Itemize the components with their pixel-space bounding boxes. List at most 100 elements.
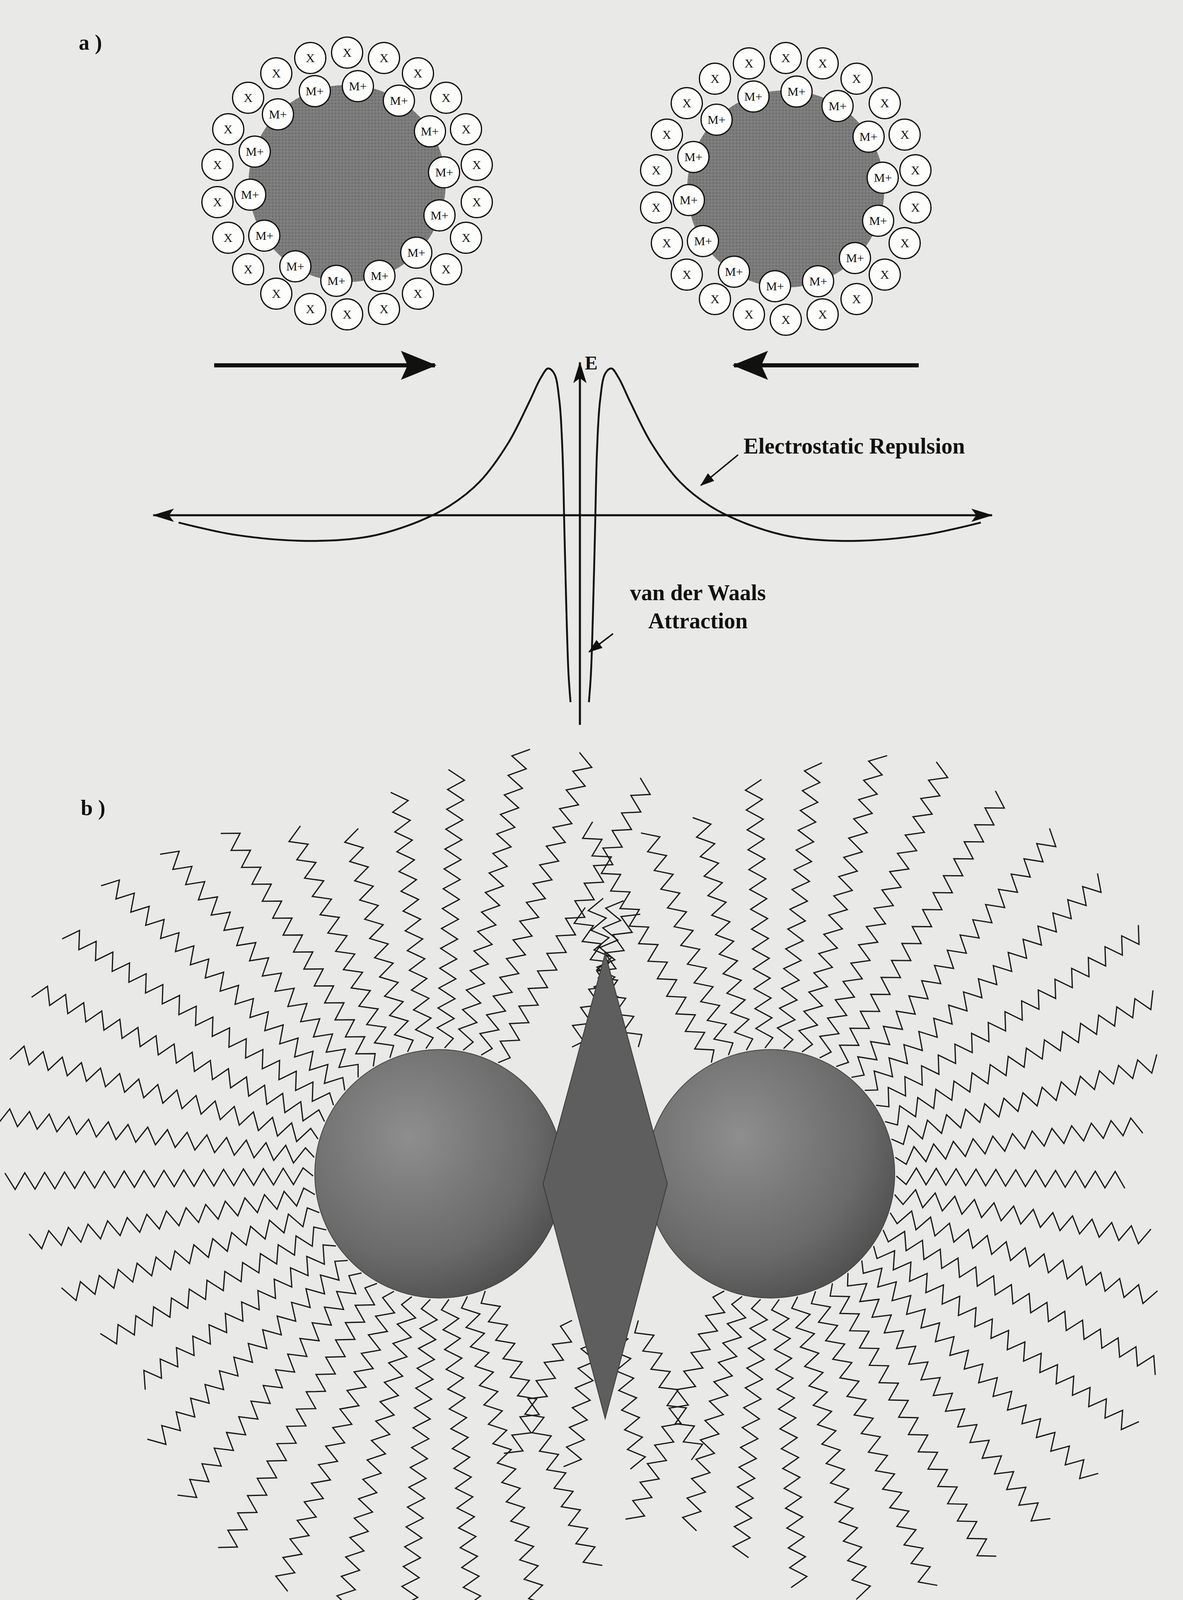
ion-symbol: X [342,308,352,321]
surfactant-chain [0,1108,315,1164]
cation-circle: M+ [676,140,710,174]
anion-circle: X [650,226,684,260]
distance-axis [579,514,993,517]
ion-symbol: M+ [828,99,847,113]
surfactant-chain [771,1299,807,1588]
approach-arrow [214,363,435,368]
anion-circle: X [806,297,840,331]
surfactant-chain [344,828,413,1052]
surfactant-chain [873,1245,1140,1430]
anion-circle: X [898,153,932,187]
ion-symbol: X [212,195,223,209]
distance-axis [153,514,580,517]
ion-symbol: M+ [389,94,409,107]
ion-symbol: M+ [420,125,440,138]
cation-circle: M+ [382,84,416,118]
ion-symbol: X [243,91,253,104]
ion-symbol: X [472,158,482,172]
cation-circle: M+ [261,97,295,131]
surfactant-chain [61,1207,319,1301]
surfactant-chain [9,1046,319,1142]
anion-circle: X [460,148,494,182]
anion-circle: X [698,62,732,96]
anion-circle: X [330,297,364,331]
ion-symbol: X [662,236,672,250]
ion-symbol: X [900,236,910,250]
cation-circle: M+ [801,264,835,298]
ion-symbol: M+ [327,274,346,288]
anion-circle: X [231,81,265,115]
cation-circle: M+ [247,219,281,253]
ion-symbol: X [243,263,253,276]
anion-circle: X [732,46,766,80]
surfactant-chain [498,777,651,1063]
ion-symbol: X [413,287,423,300]
ion-symbol: M+ [245,145,264,158]
surfactant-chain [177,1273,362,1498]
anion-circle: X [259,56,293,90]
surfactant-chain [895,1117,1143,1165]
ion-symbol: X [212,158,223,172]
ion-symbol: X [744,57,754,70]
surfactant-chain [791,1296,871,1600]
panel-label: a ) [78,28,102,56]
anion-circle: X [732,297,766,331]
anion-circle: X [429,81,463,115]
cation-circle: M+ [399,236,433,270]
ion-symbol: M+ [707,113,726,126]
cation-circle: M+ [341,69,375,103]
curve-label: Electrostatic Repulsion [743,432,965,461]
surfactant-chain [390,792,433,1049]
ion-symbol: M+ [430,209,449,222]
ion-symbol: X [852,292,862,306]
surfactant-chain [692,817,753,1051]
ion-symbol: M+ [845,251,865,265]
anion-circle: X [429,252,463,286]
axis-label: E [584,351,598,376]
ion-symbol: X [662,128,672,141]
cation-circle: M+ [758,269,792,303]
anion-circle: X [211,112,245,146]
anion-circle: X [670,86,704,120]
anion-circle: X [367,292,401,326]
ion-symbol: M+ [809,275,828,288]
potential-curve [178,368,571,703]
cation-circle: M+ [852,120,886,154]
ion-symbol: X [223,231,233,244]
cation-circle: M+ [838,241,872,275]
surfactant-chain [891,1054,1157,1145]
anion-circle: X [888,118,922,152]
cation-circle: M+ [700,103,734,137]
anion-circle: X [650,118,684,152]
anion-circle: X [888,226,922,260]
ion-symbol: M+ [370,269,389,283]
ion-symbol: X [781,51,791,65]
anion-circle: X [868,258,902,292]
ion-symbol: X [910,201,920,214]
ion-symbol: X [852,72,862,85]
curve-label: van der Waals Attraction [610,579,785,635]
ion-symbol: M+ [724,265,744,278]
anion-circle: X [293,41,327,75]
ion-symbol: M+ [684,150,703,164]
ion-symbol: M+ [694,234,713,248]
cation-circle: M+ [362,259,396,293]
cation-circle: M+ [238,135,272,169]
anion-circle: X [449,112,483,146]
anion-circle: X [200,185,235,219]
surfactant-chain [143,1245,336,1390]
ion-symbol: M+ [435,166,454,179]
ion-symbol: X [305,51,315,65]
surfactant-chain [836,791,1005,1067]
surfactant-chain [28,1187,315,1249]
surfactant-chain [894,1189,1152,1244]
ion-symbol: X [710,72,720,85]
cation-circle: M+ [672,183,706,217]
surfactant-chain [830,1283,997,1557]
anion-circle: X [293,292,327,326]
cation-circle: M+ [779,74,814,109]
ion-symbol: X [880,268,890,281]
cation-circle: M+ [278,249,312,283]
surfactant-chain [275,1291,395,1592]
